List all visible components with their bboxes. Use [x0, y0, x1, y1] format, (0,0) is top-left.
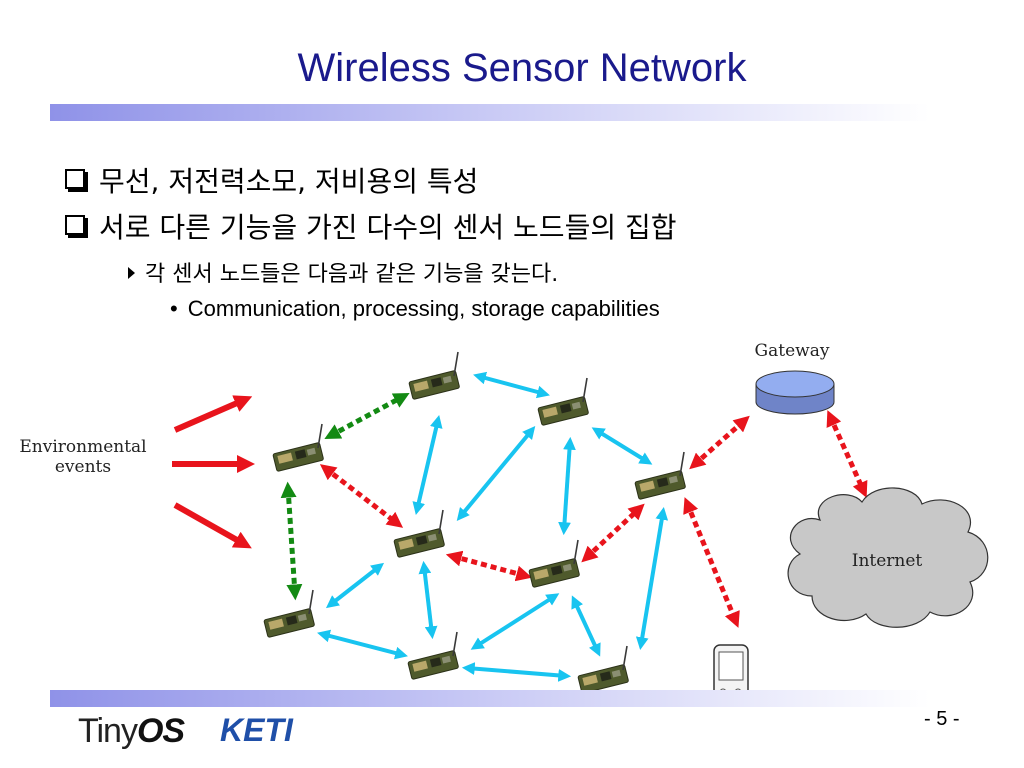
sensor-node-icon: [406, 631, 460, 681]
sensor-node-icon: [392, 509, 446, 559]
internet-cloud-icon: [787, 487, 989, 628]
gateway-label: Gateway: [755, 341, 830, 361]
dot-bullet-icon: •: [170, 296, 178, 321]
gateway-icon: [755, 370, 835, 415]
tinyos-logo-prefix: Tiny: [78, 712, 138, 750]
bullet-text: Communication, processing, storage capab…: [187, 296, 660, 321]
internet-label: Internet: [852, 551, 923, 571]
environmental-events-label-line1: Environmental: [19, 437, 146, 457]
slide-title: Wireless Sensor Network: [297, 46, 747, 90]
blue-wireless-links: [317, 371, 669, 682]
bullet-level3: • Communication, processing, storage capa…: [170, 296, 660, 322]
footer-divider-bar: [50, 690, 930, 707]
environmental-event-arrows: [172, 395, 255, 549]
tinyos-logo-suffix: OS: [136, 712, 185, 750]
page-number: - 5 -: [924, 708, 960, 730]
environmental-events-label-line2: events: [55, 457, 111, 477]
sensor-node-icon: [271, 423, 325, 473]
keti-logo: KETI: [220, 712, 293, 748]
bullet-level1-1: 무선, 저전력소모, 저비용의 특성: [65, 160, 478, 200]
bullet-text: 각 센서 노드들은 다음과 같은 기능을 갖는다.: [145, 262, 559, 287]
bullet-level1-2: 서로 다른 기능을 가진 다수의 센서 노드들의 집합: [65, 206, 677, 246]
sensor-node-icon: [407, 351, 461, 401]
bullet-text: 무선, 저전력소모, 저비용의 특성: [99, 165, 479, 198]
sensor-node-icon: [527, 539, 581, 589]
title-divider-bar: [50, 104, 930, 121]
checkbox-bullet-icon: [65, 169, 85, 189]
green-dashed-links: [280, 392, 410, 601]
sensor-node-icon: [536, 377, 590, 427]
red-dashed-links: [319, 410, 868, 628]
sensor-node-icon: [262, 589, 316, 639]
bullet-text: 서로 다른 기능을 가진 다수의 센서 노드들의 집합: [99, 211, 677, 244]
bullet-level2: 각 센서 노드들은 다음과 같은 기능을 갖는다.: [128, 256, 558, 288]
checkbox-bullet-icon: [65, 215, 85, 235]
sensor-node-icon: [576, 645, 630, 695]
tinyos-logo: TinyOS: [78, 712, 185, 751]
triangle-bullet-icon: [128, 267, 135, 279]
